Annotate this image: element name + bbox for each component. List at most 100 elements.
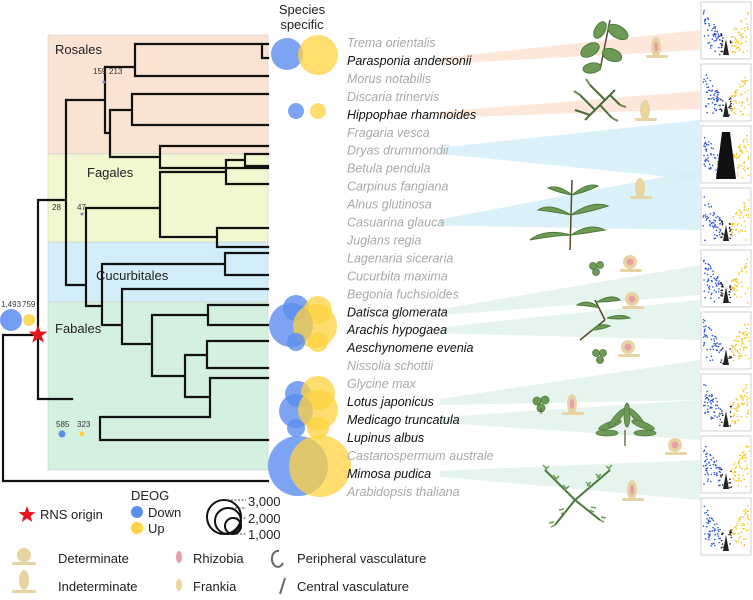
arachis-plant-icon [575,296,632,341]
species-label: Mimosa pudica [347,467,431,481]
legend: RNS origin DEOG Down Up 3,000 2,000 1,00… [12,488,426,595]
volcano-plot [700,1,752,60]
mimosa-plant-icon [542,464,613,528]
legend-peripheral-vasculature-icon [270,549,284,568]
species-label: Lupinus albus [347,431,424,445]
legend-central: Central vasculature [297,579,409,594]
legend-frankia-icon [176,579,182,591]
legend-star-icon [18,506,36,522]
connector-ray [440,400,700,440]
species-label: Carpinus fangiana [347,180,449,194]
fagales-down-count: 28 [52,203,61,212]
species-label: Hippophae rhamnoides [347,108,476,122]
clade-label-fabales: Fabales [55,321,102,336]
down-circle [288,103,304,119]
up-circle [310,103,326,119]
legend-up-dot [131,522,143,534]
indeterminate-nodule-icon [635,100,657,121]
down-circle [287,419,305,437]
clade-label-fagales: Fagales [87,165,134,180]
species-label: Medicago truncatula [347,413,460,427]
legend-size-2000: 2,000 [248,511,281,526]
species-label: Castanospermum australe [347,449,494,463]
cucurbit-clover-icon [589,261,604,276]
legend-down-label: Down [148,505,181,520]
species-label: Dryas drummondii [347,144,450,158]
legend-rhizobia-icon [176,551,182,563]
species-specific-heading: Species [279,2,326,17]
fabales-down-count: 585 [56,420,70,429]
fabales-up-count: 323 [77,420,91,429]
rns-origin-star-icon [28,325,48,343]
species-label: Casuarina glauca [347,216,444,230]
legend-down-dot [131,506,143,518]
indeterminate-nodule-icon [562,394,584,415]
volcano-plot [700,373,752,432]
determinate-nodule-icon [622,292,644,309]
hippophae-plant-icon [573,78,627,122]
fabales-down-circle [58,430,66,438]
legend-indeterminate-icon [12,570,36,593]
species-label: Arachis hypogaea [346,323,447,337]
determinate-nodule-icon [618,340,640,357]
volcano-plot [700,63,752,122]
species-label: Begonia fuchsioides [347,287,459,301]
species-label: Glycine max [347,377,417,391]
legend-size-leaders [224,499,246,535]
legend-determinate-icon [12,548,36,565]
volcano-plot-thumbnails [700,1,752,556]
lotus-clover-icon [532,395,550,414]
clade-box-fabales [47,301,269,471]
legend-size-circles [206,499,242,535]
up-circle [298,35,338,75]
species-label: Nissolia schottii [347,359,434,373]
up-circle [307,417,329,439]
connector-ray [440,120,700,180]
species-label: Morus notabilis [347,72,431,86]
plant-illustrations [529,19,657,528]
connector-ray [440,30,700,64]
volcano-plot [700,497,752,556]
parasponia-plant-icon [580,19,629,74]
legend-rns-origin: RNS origin [40,507,103,522]
connector-ray [440,265,700,316]
root-down-count: 1,493 [1,300,22,309]
up-circle [308,332,328,352]
species-label: Trema orientalis [347,36,436,50]
root-up-count: 759 [22,300,36,309]
volcano-plot [700,125,752,184]
species-specific-circles [268,35,351,497]
volcano-plot [700,249,752,308]
determinate-nodule-icon [620,255,642,272]
legend-indeterminate: Indeterminate [58,579,138,594]
volcano-plot [700,435,752,494]
down-circle [287,333,305,351]
rosales-down-count: 159 [93,67,107,76]
connector-ray [440,170,700,230]
connector-ray [440,300,700,340]
clade-label-rosales: Rosales [55,42,102,57]
aeschynomene-clover-icon [592,349,607,364]
root-down-circle [0,309,22,331]
legend-determinate: Determinate [58,551,129,566]
legend-frankia: Frankia [193,579,237,594]
legend-size-1000: 1,000 [248,527,281,542]
up-circle [289,435,351,497]
fagales-node-dot [80,212,84,216]
species-label: Parasponia andersonii [347,54,473,68]
connector-rays [440,30,700,500]
lupinus-plant-icon [595,402,657,446]
species-label: Lagenaria siceraria [347,251,453,265]
node-counts: 1,493 759 159 213 28 47 585 323 [0,67,123,438]
datisca-plant-icon [529,179,610,251]
species-label: Alnus glutinosa [346,198,432,212]
down-circle [271,38,303,70]
up-circle [298,390,338,430]
legend-peripheral: Peripheral vasculature [297,551,426,566]
indeterminate-nodule-icon [630,178,652,199]
species-specific-heading-2: specific [280,17,324,32]
species-label: Fragaria vesca [347,126,430,140]
species-label: Cucurbita maxima [347,269,448,283]
species-label: Lotus japonicus [347,395,434,409]
